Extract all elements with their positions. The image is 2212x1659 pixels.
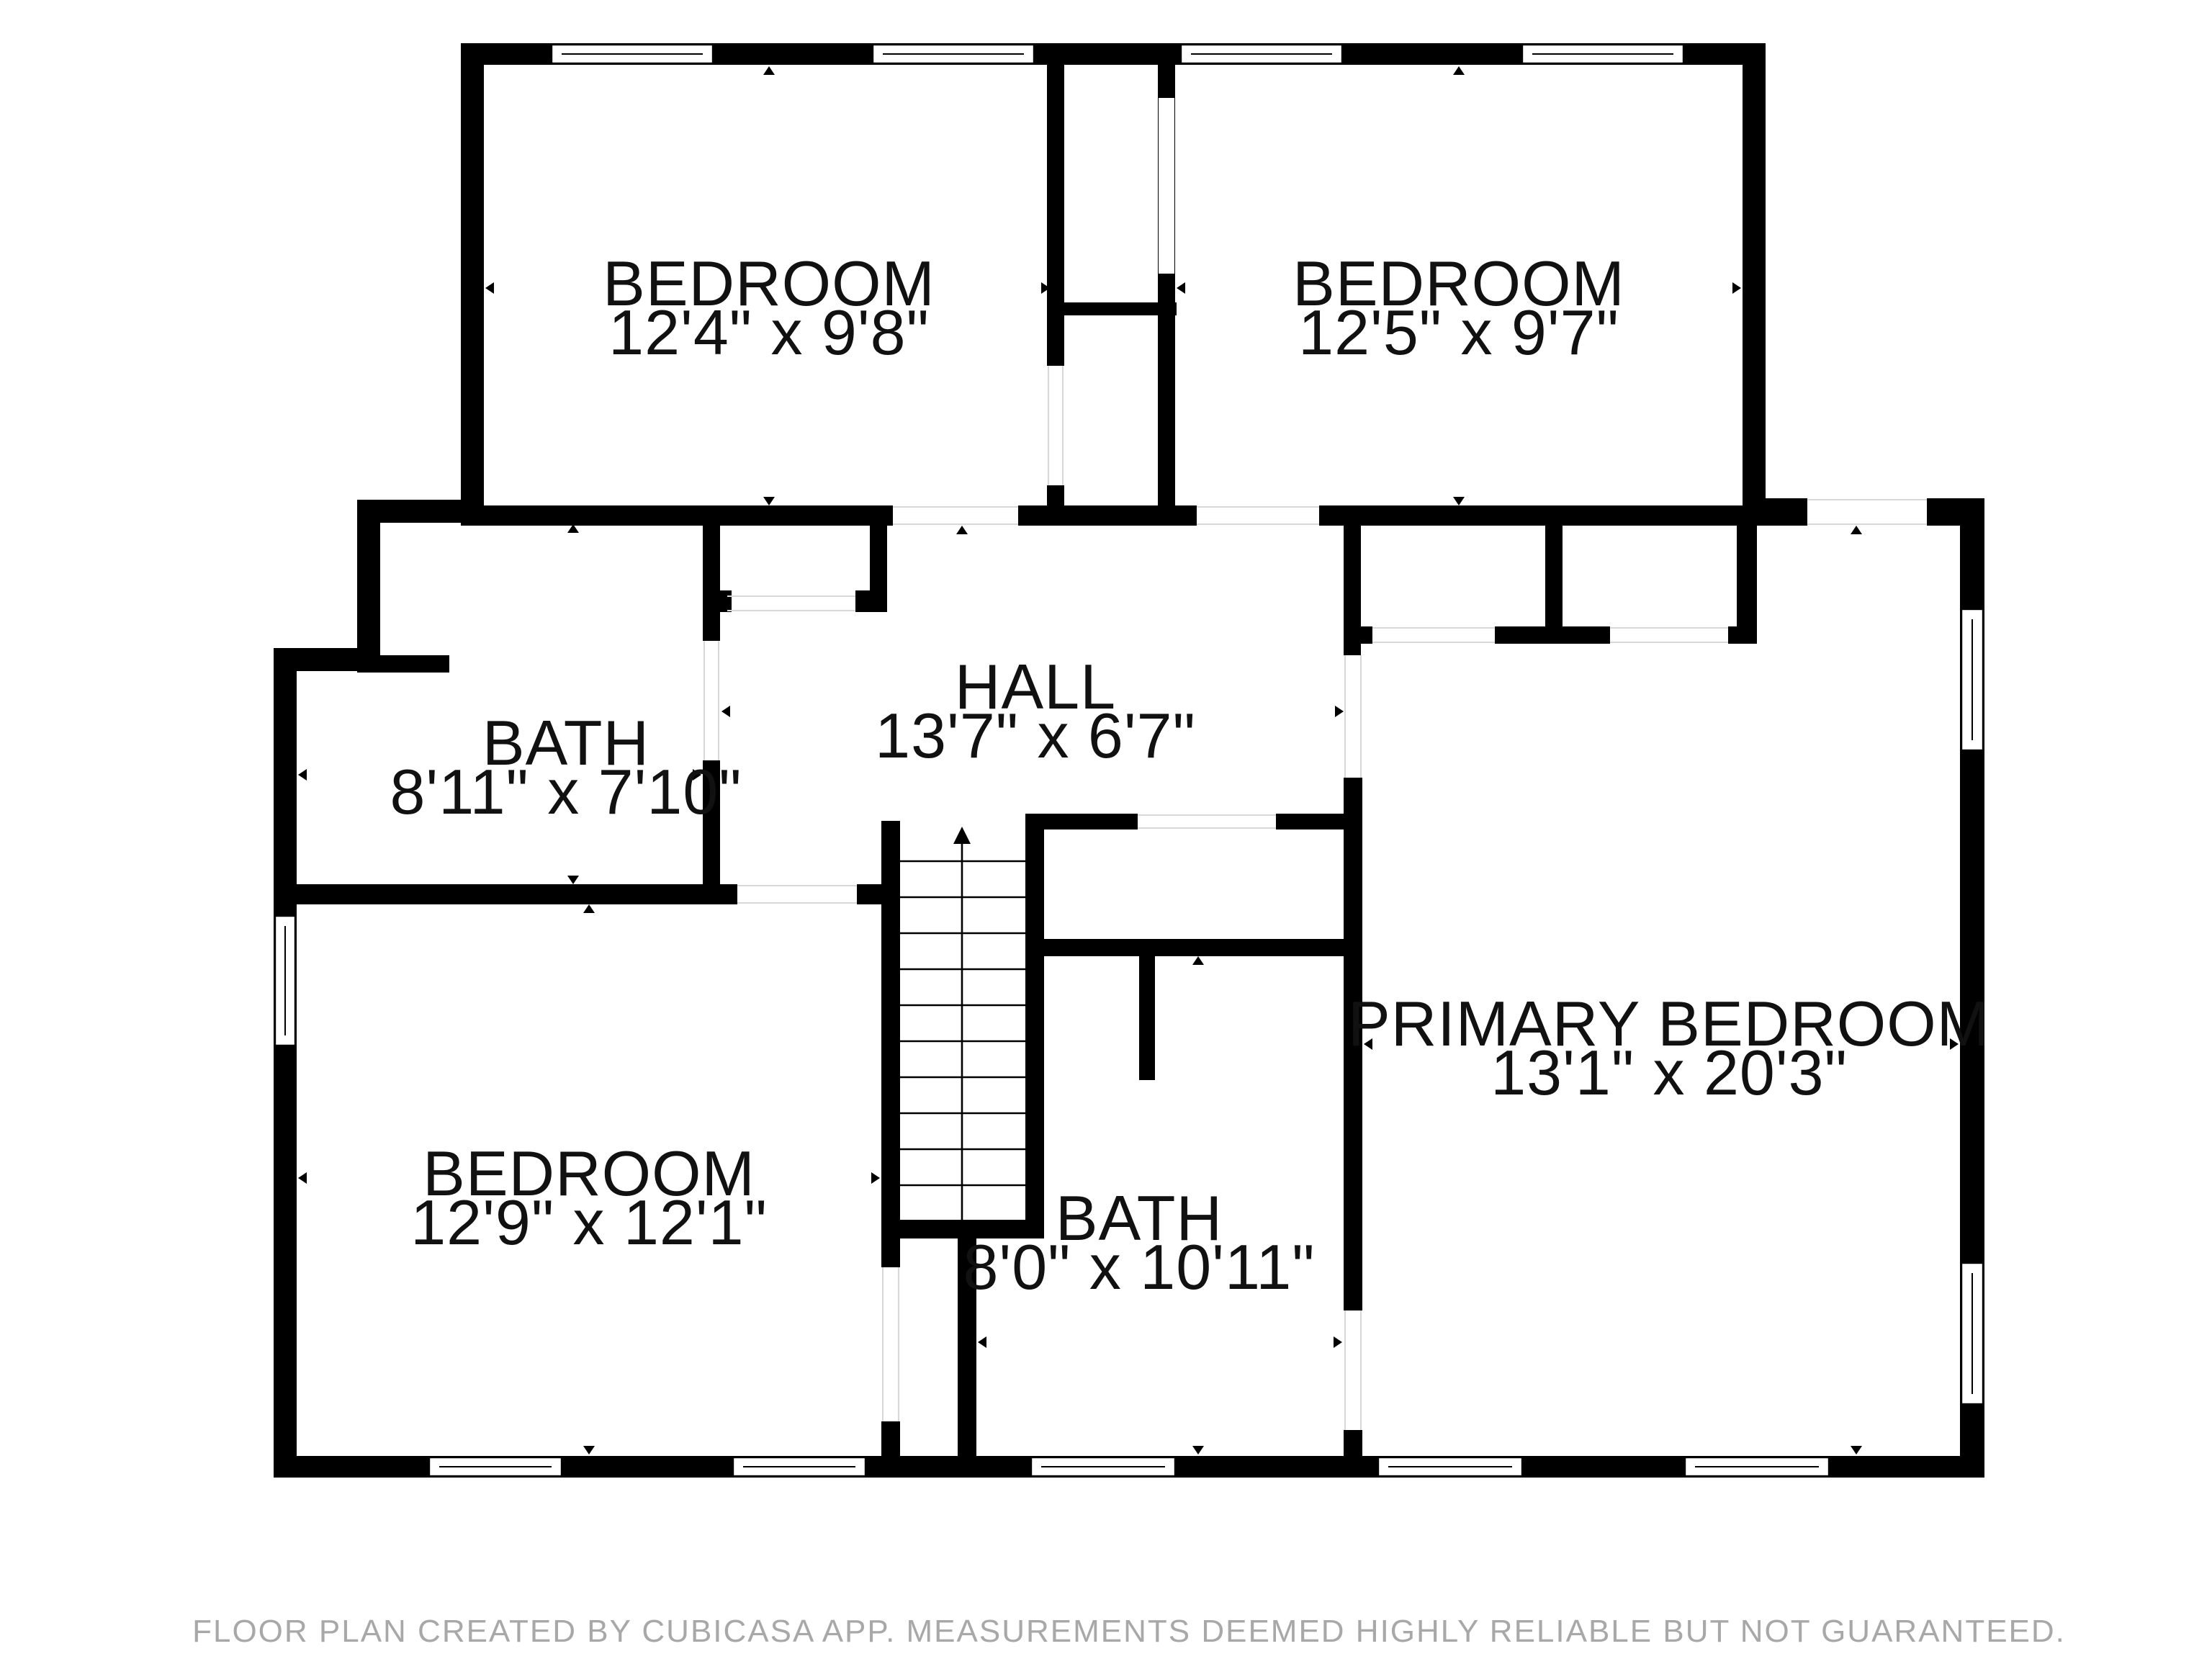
wall — [870, 518, 887, 612]
room-dimensions: 12'9" x 12'1" — [410, 1187, 768, 1258]
room-bedroom-sw: BEDROOM 12'9" x 12'1" — [410, 1138, 768, 1258]
room-name: PRIMARY BEDROOM — [1348, 988, 1990, 1059]
wall — [1047, 43, 1064, 302]
wall — [1545, 511, 1563, 634]
room-hall: HALL 13'7" x 6'7" — [875, 651, 1196, 771]
room-bath-w: BATH 8'11" x 7'10" — [390, 707, 742, 827]
room-bath-s: BATH 8'0" x 10'11" — [963, 1182, 1315, 1303]
wall — [1018, 505, 1197, 526]
room-name: BATH — [482, 707, 649, 778]
wall — [274, 884, 737, 904]
wall — [881, 821, 900, 1267]
staircase — [900, 842, 1025, 1220]
dimension-markers — [298, 66, 1959, 1455]
room-name: BATH — [1056, 1182, 1223, 1254]
room-dimensions: 13'7" x 6'7" — [875, 700, 1196, 771]
wall — [1025, 814, 1044, 1238]
room-name: BEDROOM — [423, 1138, 755, 1209]
wall — [1025, 814, 1138, 830]
room-dimensions: 12'5" x 9'7" — [1298, 297, 1619, 368]
wall — [1047, 315, 1064, 366]
wall — [461, 43, 484, 508]
wall — [1495, 626, 1610, 644]
wall — [1047, 302, 1177, 315]
room-dimensions: 8'11" x 7'10" — [390, 756, 742, 827]
opening-fills — [1159, 98, 1174, 274]
wall — [703, 518, 720, 641]
wall — [1025, 939, 1362, 956]
wall — [958, 1220, 976, 1478]
wall — [1743, 43, 1766, 526]
wall — [1344, 626, 1372, 644]
wall — [703, 760, 720, 904]
wall — [1276, 814, 1362, 830]
room-name: BEDROOM — [603, 248, 935, 319]
wall — [357, 500, 380, 658]
room-name: HALL — [955, 651, 1116, 722]
room-name: BEDROOM — [1292, 248, 1625, 319]
window-panes — [284, 53, 1973, 1467]
wall — [1319, 505, 1766, 526]
wall — [461, 505, 893, 526]
room-bedroom-nw: BEDROOM 12'4" x 9'8" — [603, 248, 935, 368]
wall — [274, 648, 297, 1478]
room-dimensions: 13'1" x 20'3" — [1491, 1037, 1848, 1108]
wall — [1139, 939, 1155, 1080]
room-dimensions: 12'4" x 9'8" — [608, 297, 930, 368]
wall — [1344, 778, 1362, 1310]
stair-direction-arrow-icon — [953, 827, 971, 844]
room-bedroom-ne: BEDROOM 12'5" x 9'7" — [1292, 248, 1625, 368]
room-dimensions: 8'0" x 10'11" — [963, 1231, 1315, 1303]
wall — [1737, 511, 1757, 644]
credit-footer: FLOOR PLAN CREATED BY CUBICASA APP. MEAS… — [192, 1614, 2066, 1649]
wall — [1728, 626, 1757, 644]
room-primary-bedroom: PRIMARY BEDROOM 13'1" x 20'3" — [1348, 988, 1990, 1108]
wall — [703, 590, 732, 612]
